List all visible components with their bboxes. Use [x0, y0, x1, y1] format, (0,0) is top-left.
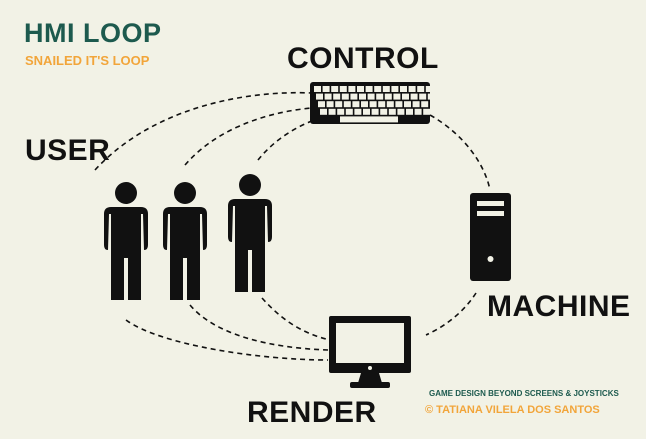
connector-machine-render [425, 292, 477, 336]
person-icon [228, 174, 272, 292]
connector-user-render-middle [189, 304, 329, 351]
connector-user-control-outer [94, 91, 313, 171]
person-icon [163, 182, 207, 300]
monitor-icon [329, 316, 411, 388]
page-subtitle: SNAILED IT'S LOOP [25, 53, 150, 68]
page-title: HMI LOOP [24, 18, 162, 48]
connector-user-render-outer [125, 319, 329, 361]
render-label: RENDER [247, 396, 377, 429]
connector-user-control-middle [184, 107, 313, 166]
connector-control-machine [429, 114, 491, 191]
user-figures [104, 174, 272, 300]
user-label: USER [25, 134, 111, 167]
machine-label: MACHINE [487, 290, 631, 323]
person-icon [104, 182, 148, 300]
connector-user-render-inner [261, 297, 331, 341]
credit-author: © TATIANA VILELA DOS SANTOS [425, 404, 600, 416]
computer-tower-icon [470, 193, 511, 281]
credit-book-title: GAME DESIGN BEYOND SCREENS & JOYSTICKS [429, 389, 619, 398]
loop-connections [94, 91, 491, 361]
keyboard-icon [310, 82, 442, 124]
control-label: CONTROL [287, 42, 439, 75]
connector-user-control-inner [257, 117, 321, 161]
